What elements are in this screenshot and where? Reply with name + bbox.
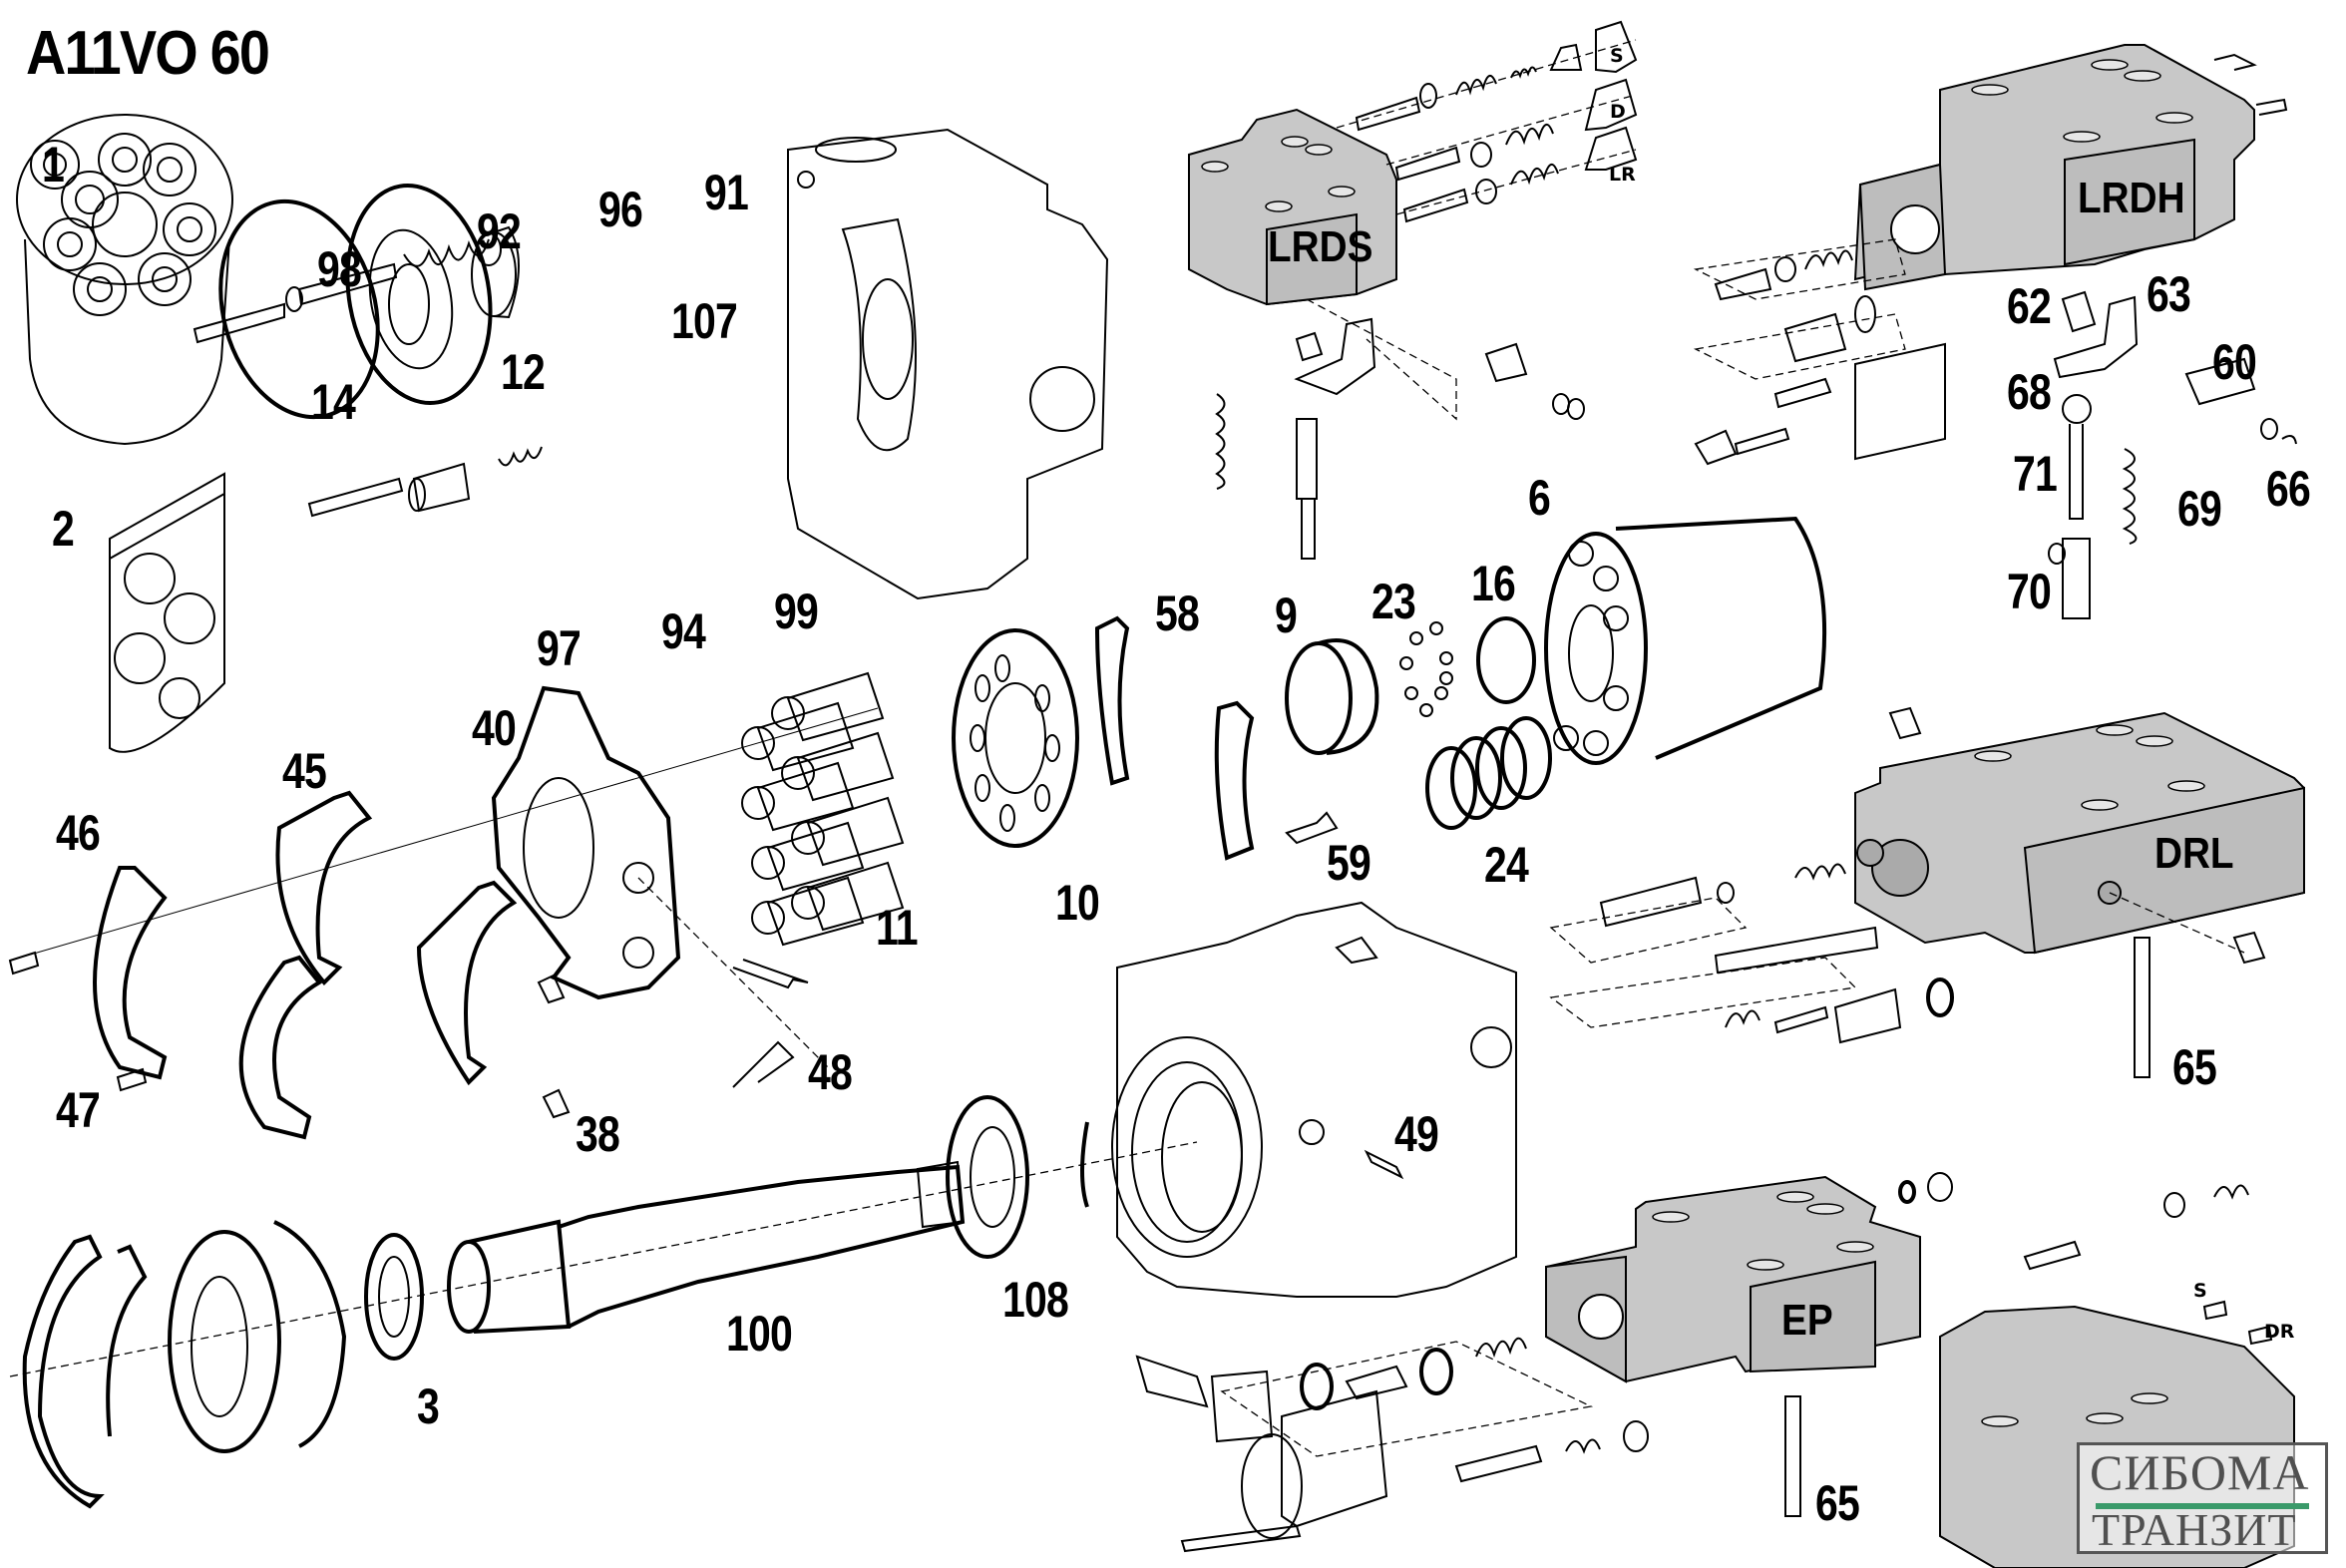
part-number-108: 108 xyxy=(1002,1272,1069,1328)
part-number-59: 59 xyxy=(1327,835,1371,891)
diagram-title: A11VO 60 xyxy=(26,19,270,88)
pin-48 xyxy=(732,1040,795,1088)
block-label-lrdh: LRDH xyxy=(2078,174,2185,222)
part-number-40: 40 xyxy=(472,700,517,756)
logo-divider xyxy=(2096,1503,2309,1509)
port-plate-drawing xyxy=(345,183,493,406)
part-number-46: 46 xyxy=(56,805,101,861)
part-number-45: 45 xyxy=(282,743,327,799)
seal-kit-drawing xyxy=(109,472,225,753)
part-number-23: 23 xyxy=(1371,574,1416,629)
part-number-68: 68 xyxy=(2007,364,2052,420)
lrds-block-drawing xyxy=(1188,108,1397,306)
part-number-24: 24 xyxy=(1484,837,1529,893)
pistons-11 xyxy=(741,671,905,947)
cylinder-block-drawing xyxy=(1544,516,1827,765)
part-number-94: 94 xyxy=(661,603,706,659)
o-ring-14 xyxy=(218,198,380,420)
part-number-10: 10 xyxy=(1055,875,1100,931)
part-number-63: 63 xyxy=(2147,266,2191,322)
ep-block-drawing xyxy=(1545,1175,1921,1383)
valve-label-s: S xyxy=(1610,45,1624,67)
pin-38 xyxy=(542,1088,571,1119)
ring-16 xyxy=(1476,616,1536,704)
part-number-98: 98 xyxy=(317,241,362,297)
feedback-lever-65-drl xyxy=(2134,937,2150,1078)
part-number-49: 49 xyxy=(1394,1106,1439,1162)
port-housing-drawing xyxy=(787,128,1109,600)
part-number-69: 69 xyxy=(2177,481,2222,537)
part-number-70: 70 xyxy=(2007,564,2052,619)
lrds-lever-mechanism xyxy=(1215,298,1585,560)
drl-block-drawing xyxy=(1854,711,2305,955)
part-number-97: 97 xyxy=(537,620,582,676)
part-number-91: 91 xyxy=(704,165,749,220)
part-number-2: 2 xyxy=(52,501,75,557)
bearing-shells-45 xyxy=(275,790,518,1086)
guides-58 xyxy=(1094,615,1255,861)
part-number-71: 71 xyxy=(2013,446,2058,502)
part-number-96: 96 xyxy=(598,182,643,237)
part-number-6: 6 xyxy=(1528,470,1551,526)
ep-solenoid-parts xyxy=(1135,1172,1953,1553)
part-number-62: 62 xyxy=(2007,278,2052,334)
cradle-46 xyxy=(93,866,323,1140)
discs-24 xyxy=(1425,716,1552,830)
part-number-38: 38 xyxy=(576,1106,620,1162)
part-number-16: 16 xyxy=(1471,556,1516,611)
part-number-3: 3 xyxy=(417,1378,440,1434)
lrdh-block-drawing xyxy=(1853,44,2288,291)
part-number-1: 1 xyxy=(42,137,65,193)
part-number-9: 9 xyxy=(1275,588,1298,643)
part-number-12: 12 xyxy=(501,344,546,400)
valve-label-dr-s: S xyxy=(2193,1280,2207,1302)
swash-plate-drawing xyxy=(491,685,681,1000)
part-number-65-drl: 65 xyxy=(2172,1039,2217,1095)
logo-line-2: ТРАНЗИТ xyxy=(2092,1504,2297,1555)
part-number-58: 58 xyxy=(1155,586,1200,641)
logo-line-1: СИБОМА xyxy=(2090,1444,2310,1500)
pin-38-upper xyxy=(537,974,566,1004)
part-number-65-ep: 65 xyxy=(1815,1475,1860,1531)
part-number-14: 14 xyxy=(311,374,356,430)
rotary-group-drawing xyxy=(16,114,233,446)
retainer-plate-drawing xyxy=(952,628,1079,848)
block-label-drl: DRL xyxy=(2154,829,2234,878)
drl-valve-parts xyxy=(1549,706,2266,1078)
part-number-100: 100 xyxy=(726,1306,793,1362)
pins-47 xyxy=(8,951,148,1092)
spring-pin xyxy=(732,959,809,989)
part-number-11: 11 xyxy=(876,900,919,956)
part-number-99: 99 xyxy=(774,584,819,639)
lrdh-lever-parts xyxy=(2048,290,2297,619)
screw-59 xyxy=(1285,811,1339,845)
pump-housing-drawing xyxy=(1111,901,1517,1298)
part-number-48: 48 xyxy=(808,1044,853,1100)
block-label-lrds: LRDS xyxy=(1268,222,1373,271)
lrds-valve-cartridges xyxy=(1336,20,1638,223)
part-number-92: 92 xyxy=(477,203,522,259)
company-logo: СИБОМА ТРАНЗИТ xyxy=(2077,1442,2328,1554)
valve-label-dr: DR xyxy=(2264,1321,2295,1343)
part-number-107: 107 xyxy=(671,293,738,349)
drive-shaft-assembly xyxy=(22,1095,1089,1509)
pin-assembly-lower xyxy=(307,446,543,518)
valve-label-d: D xyxy=(1610,101,1626,123)
block-label-ep: EP xyxy=(1781,1296,1833,1345)
springs-23 xyxy=(1399,621,1453,717)
part-number-47: 47 xyxy=(56,1082,101,1138)
feedback-lever-65-ep xyxy=(1784,1395,1801,1517)
part-number-66: 66 xyxy=(2266,461,2311,517)
needle-bearing-drawing xyxy=(471,225,520,319)
part-number-60: 60 xyxy=(2212,334,2257,390)
lrdh-valve-parts xyxy=(1693,238,1946,466)
retaining-ball-9 xyxy=(1285,638,1379,755)
valve-label-lr: LR xyxy=(1609,164,1636,186)
